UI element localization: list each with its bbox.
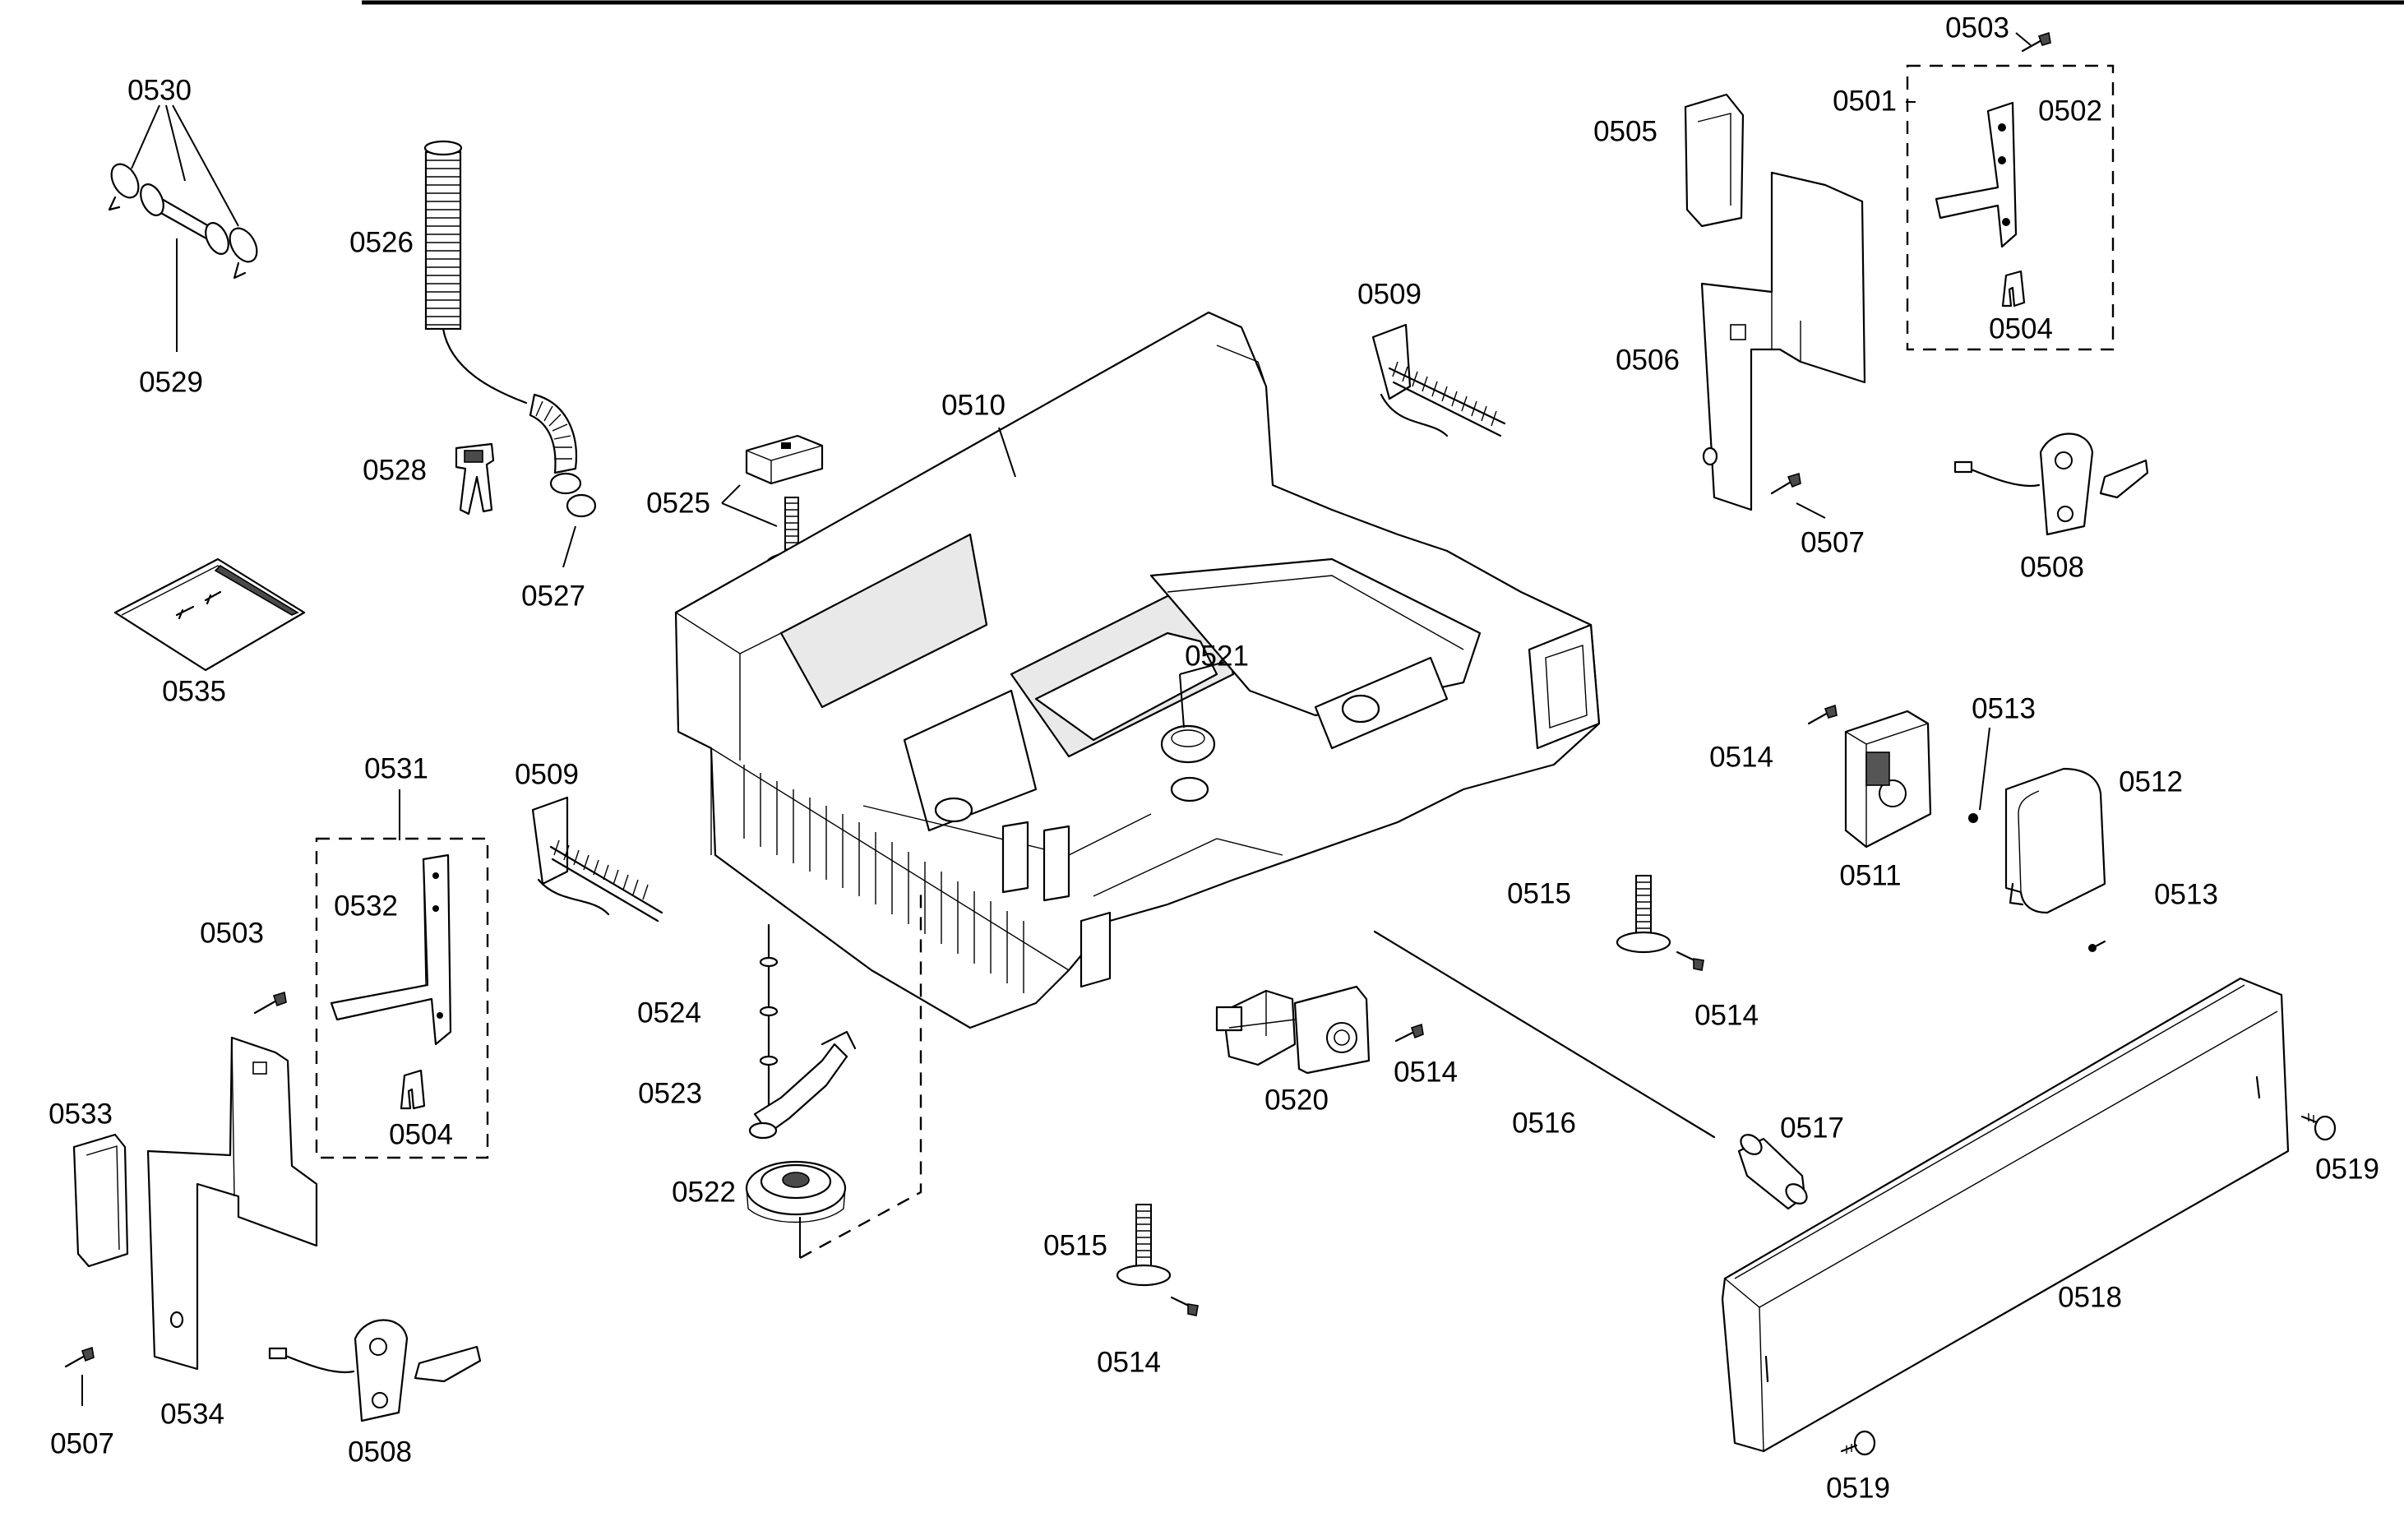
kick-plate-0518[interactable] xyxy=(1721,977,2290,1453)
label-0533: 0533 xyxy=(49,1098,113,1131)
label-0508-top: 0508 xyxy=(2020,552,2084,584)
screw-0503-top[interactable] xyxy=(2021,31,2051,53)
hinge-bracket-0532[interactable] xyxy=(330,853,452,1046)
label-0515-a: 0515 xyxy=(1507,878,1571,910)
label-0505: 0505 xyxy=(1593,116,1657,148)
screw-0514-b[interactable] xyxy=(1676,950,1704,971)
label-0507-top: 0507 xyxy=(1801,527,1865,559)
label-0514-d: 0514 xyxy=(1097,1347,1161,1379)
label-0521: 0521 xyxy=(1185,641,1249,673)
label-0517: 0517 xyxy=(1780,1112,1844,1145)
shaft-0524[interactable] xyxy=(759,923,779,1116)
clip-0504-top[interactable] xyxy=(2001,270,2026,308)
label-0513-a: 0513 xyxy=(1972,693,2036,725)
screw-0514-d[interactable] xyxy=(1170,1296,1199,1316)
label-0527: 0527 xyxy=(521,580,585,613)
control-module-0511[interactable] xyxy=(1844,710,1932,849)
label-0522: 0522 xyxy=(672,1177,736,1209)
knob-0517[interactable] xyxy=(1737,1131,1810,1210)
screw-0519-b[interactable] xyxy=(1840,1430,1876,1456)
screw-0513-a[interactable] xyxy=(1968,813,1978,823)
cover-0533[interactable] xyxy=(72,1133,129,1268)
leader-0527 xyxy=(562,525,576,568)
label-0512: 0512 xyxy=(2119,766,2183,798)
leader-0507-top xyxy=(1796,502,1826,519)
screw-0519-a[interactable] xyxy=(2300,1113,2337,1141)
label-0531: 0531 xyxy=(364,753,428,785)
hose-connector-0529[interactable] xyxy=(136,181,233,257)
label-0528: 0528 xyxy=(363,455,427,487)
label-0514-a: 0514 xyxy=(1709,742,1773,774)
label-0534: 0534 xyxy=(160,1399,224,1431)
inlet-valve-0520[interactable] xyxy=(1215,985,1371,1075)
label-0504-top: 0504 xyxy=(1989,313,2053,345)
label-0529: 0529 xyxy=(139,367,203,399)
part-labels: 0530 0529 0526 0528 0527 0535 0525 0510 … xyxy=(49,12,2379,1505)
label-0504-bottom: 0504 xyxy=(389,1119,453,1151)
label-0509-bottom: 0509 xyxy=(515,759,579,791)
dashed-alignment-line-0522 xyxy=(799,892,922,1260)
screw-0514-a[interactable] xyxy=(1807,704,1838,725)
label-0503-top: 0503 xyxy=(1945,12,2009,44)
label-0516: 0516 xyxy=(1512,1108,1576,1140)
module-cover-0512[interactable] xyxy=(2004,767,2106,914)
bracket-cover-0505[interactable] xyxy=(1684,93,1745,228)
label-0524: 0524 xyxy=(637,997,701,1029)
side-bracket-0534[interactable] xyxy=(146,1036,318,1371)
pump-cover-0522[interactable] xyxy=(745,1160,847,1223)
label-0513-b: 0513 xyxy=(2154,879,2218,911)
screw-0503-bottom[interactable] xyxy=(253,991,287,1015)
door-latch-sensor-0508-bottom[interactable] xyxy=(268,1319,482,1422)
screw-0513-b[interactable] xyxy=(2088,940,2106,952)
clip-0504-bottom[interactable] xyxy=(400,1069,426,1110)
label-0507-bottom: 0507 xyxy=(50,1428,114,1460)
hose-clamp-0530-left[interactable] xyxy=(106,160,144,211)
hinge-bracket-0502[interactable] xyxy=(1935,101,2018,248)
label-0532: 0532 xyxy=(334,890,398,923)
leader-0525 xyxy=(721,484,778,527)
leveling-foot-0515-b[interactable] xyxy=(1116,1204,1172,1287)
label-0519-b: 0519 xyxy=(1826,1473,1890,1505)
label-0523: 0523 xyxy=(638,1078,702,1110)
label-0518: 0518 xyxy=(2058,1282,2122,1314)
hardware-bag-0535[interactable] xyxy=(113,557,306,672)
leader-0513-a xyxy=(1979,727,1990,811)
door-spring-0509-bottom[interactable] xyxy=(531,796,663,923)
label-0530: 0530 xyxy=(127,75,192,107)
screw-0507-top[interactable] xyxy=(1770,472,1801,495)
label-0510: 0510 xyxy=(941,390,1006,422)
impeller-0523[interactable] xyxy=(748,1030,857,1140)
label-0526: 0526 xyxy=(349,227,414,259)
base-tub-0510[interactable] xyxy=(674,311,1601,1029)
label-0511: 0511 xyxy=(1839,860,1901,892)
label-0508-bottom: 0508 xyxy=(348,1436,412,1468)
hose-clamp-0530-right[interactable] xyxy=(224,224,262,280)
leader-0503-top xyxy=(2015,32,2032,46)
label-0515-b: 0515 xyxy=(1043,1230,1107,1262)
leader-0521 xyxy=(1179,661,1226,728)
label-0514-c: 0514 xyxy=(1394,1057,1458,1089)
leader-0510 xyxy=(998,427,1016,478)
label-0502: 0502 xyxy=(2038,95,2102,127)
leader-0530 xyxy=(131,104,239,227)
hose-clip-0528[interactable] xyxy=(455,442,495,516)
screw-0514-c[interactable] xyxy=(1394,1023,1424,1043)
door-latch-sensor-0508-top[interactable] xyxy=(1953,432,2149,536)
label-0519-a: 0519 xyxy=(2315,1154,2379,1186)
label-0506: 0506 xyxy=(1616,345,1680,377)
label-0520: 0520 xyxy=(1264,1084,1329,1117)
drain-hose-0526[interactable] xyxy=(423,140,597,518)
label-0535: 0535 xyxy=(162,676,226,708)
screw-0507-bottom[interactable] xyxy=(64,1346,95,1368)
label-0503-bottom: 0503 xyxy=(200,918,264,950)
side-bracket-0506[interactable] xyxy=(1700,171,1866,511)
rod-0516[interactable] xyxy=(1373,930,1716,1139)
leveling-foot-0515-a[interactable] xyxy=(1616,875,1671,954)
label-0509-top: 0509 xyxy=(1357,279,1422,311)
label-0525: 0525 xyxy=(646,488,710,520)
door-spring-0509-top[interactable] xyxy=(1371,323,1506,437)
label-0501: 0501 xyxy=(1833,86,1897,118)
label-0514-b: 0514 xyxy=(1694,1000,1759,1032)
